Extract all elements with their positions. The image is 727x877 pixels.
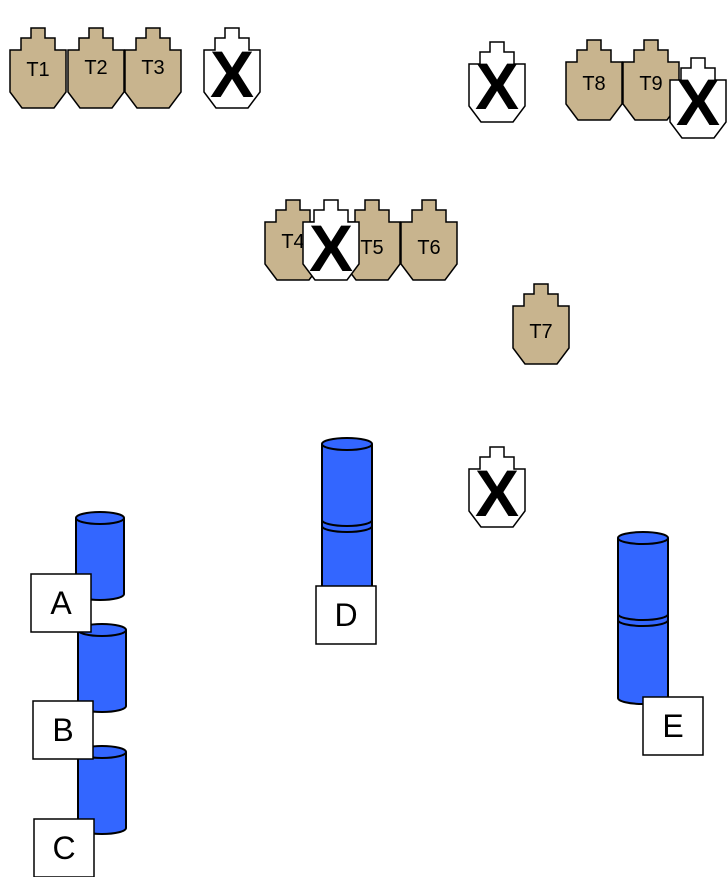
position-c-label: C <box>52 830 75 866</box>
positions: A B C D E <box>30 573 704 877</box>
target-label-t5: T5 <box>360 237 383 259</box>
no-shoot-x-icon: X <box>309 211 353 285</box>
position-c: C <box>33 818 95 877</box>
position-d-label: D <box>334 597 357 633</box>
no-shoot-target-3: X <box>669 57 727 139</box>
barrel-stack-d <box>321 437 373 586</box>
shoot-target-t8: T8 <box>565 39 623 121</box>
shoot-target-t7: T7 <box>512 283 570 365</box>
no-shoot-x-icon: X <box>475 49 519 123</box>
no-shoot-target-2: X <box>468 41 526 123</box>
target-label-t6: T6 <box>417 237 440 259</box>
shoot-target-t3: T3 <box>124 27 182 109</box>
no-shoot-x-icon: X <box>475 456 519 530</box>
shoot-target-t5: T5 <box>343 199 401 281</box>
target-label-t3: T3 <box>141 57 164 79</box>
position-a: A <box>30 573 92 633</box>
position-e-label: E <box>662 708 683 744</box>
targets: T1 T2 T3 X X T8 T9 X <box>9 27 727 530</box>
target-label-t9: T9 <box>639 73 662 95</box>
shoot-target-t1: T1 <box>9 27 67 109</box>
position-a-label: A <box>50 585 72 621</box>
no-shoot-target-1: X <box>203 27 261 111</box>
shoot-target-t2: T2 <box>67 27 125 109</box>
shoot-target-t4: T4 <box>264 199 322 281</box>
no-shoot-x-icon: X <box>676 65 720 139</box>
position-e: E <box>642 696 704 756</box>
barrel-b <box>77 623 127 713</box>
barrels <box>75 437 669 835</box>
shoot-target-t6: T6 <box>400 199 458 281</box>
no-shoot-x-icon: X <box>210 37 254 111</box>
target-label-t8: T8 <box>582 73 605 95</box>
target-label-t7: T7 <box>529 321 552 343</box>
target-label-t2: T2 <box>84 57 107 79</box>
position-b: B <box>32 700 94 760</box>
no-shoot-target-5: X <box>468 446 526 530</box>
no-shoot-target-4: X <box>302 199 360 285</box>
position-d: D <box>315 585 377 645</box>
position-b-label: B <box>52 712 73 748</box>
target-label-t4: T4 <box>281 231 304 253</box>
target-label-t1: T1 <box>26 59 49 81</box>
barrel-stack-e <box>617 531 669 705</box>
shoot-target-t9: T9 <box>622 39 680 121</box>
